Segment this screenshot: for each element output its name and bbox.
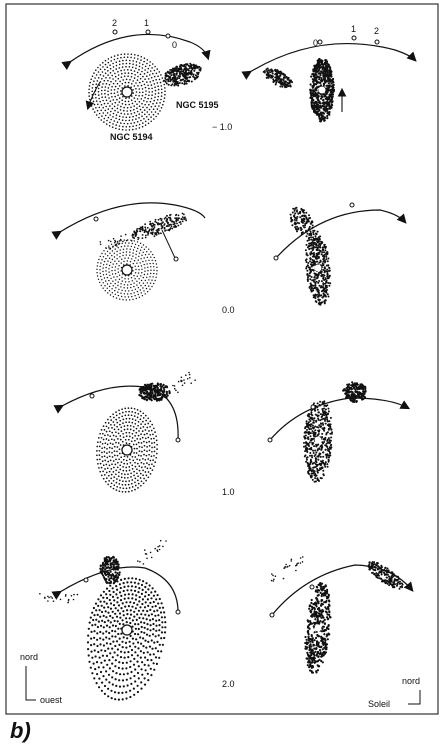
orbit-point <box>166 34 170 38</box>
nucleus <box>122 445 132 455</box>
orbit-point <box>174 257 178 261</box>
companion-galaxy-label: NGC 5195 <box>176 100 219 110</box>
orbit-point <box>310 585 314 589</box>
orbit-point <box>268 438 272 442</box>
time-label: − 1.0 <box>212 122 232 132</box>
panel-label: b) <box>10 718 31 743</box>
orbit-mark: 2 <box>374 26 379 36</box>
orbit-point <box>84 578 88 582</box>
nucleus <box>122 87 132 97</box>
sun-label: Soleil <box>368 699 390 709</box>
figure-border <box>6 4 438 714</box>
orbit-point <box>350 203 354 207</box>
orbit-point <box>176 610 180 614</box>
orbit-mark: 0 <box>313 38 318 48</box>
main-galaxy-label: NGC 5194 <box>110 132 153 142</box>
nucleus <box>122 265 132 275</box>
orbit-point <box>113 30 117 34</box>
nucleus <box>315 625 321 631</box>
orbit-mark: 0 <box>172 40 177 50</box>
north-label: nord <box>20 652 38 662</box>
nucleus <box>122 625 132 635</box>
north-label: nord <box>402 676 420 686</box>
orbit-mark: 1 <box>144 18 149 28</box>
nucleus <box>315 265 321 271</box>
orbit-point <box>270 613 274 617</box>
orbit-point <box>311 405 315 409</box>
orbit-point <box>90 394 94 398</box>
west-label: ouest <box>40 695 63 705</box>
orbit-point <box>274 256 278 260</box>
orbit-mark: 2 <box>112 18 117 28</box>
nucleus <box>319 87 325 93</box>
orbit-point <box>176 438 180 442</box>
time-label: 1.0 <box>222 487 235 497</box>
nucleus <box>315 437 321 443</box>
orbit-point <box>146 30 150 34</box>
orbit-point <box>318 40 322 44</box>
orbit-mark: 1 <box>351 24 356 34</box>
orbit-point <box>352 36 356 40</box>
time-label: 2.0 <box>222 679 235 689</box>
orbit-point <box>94 217 98 221</box>
orbit-point <box>375 40 379 44</box>
time-label: 0.0 <box>222 305 235 315</box>
